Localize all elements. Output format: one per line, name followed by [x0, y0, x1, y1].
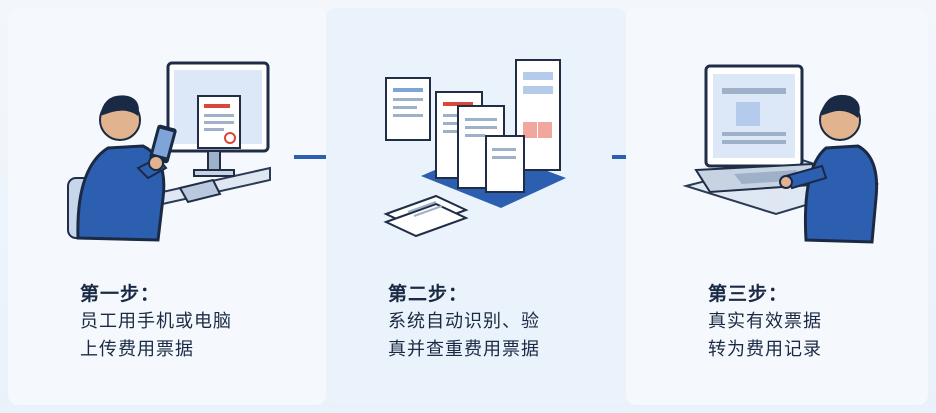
- user-with-phone-icon: [76, 95, 177, 242]
- receipt-icon: [197, 95, 241, 149]
- step-1-title: 第一步：: [80, 283, 161, 305]
- step-1-panel: 第一步： 员工用手机或电脑 上传费用票据: [8, 8, 326, 405]
- laptop-icon: [694, 64, 828, 194]
- documents-stack-icon: [383, 59, 566, 238]
- step-2-caption: 第二步： 系统自动识别、验 真并查重费用票据: [388, 280, 540, 364]
- step-1-line-1: 员工用手机或电脑: [80, 311, 232, 332]
- step-2-title: 第二步：: [388, 283, 469, 305]
- step-1-caption: 第一步： 员工用手机或电脑 上传费用票据: [80, 280, 232, 364]
- step-3-panel: 第三步： 真实有效票据 转为费用记录: [626, 8, 928, 405]
- record-illustration: [682, 64, 880, 244]
- verify-illustration: [383, 59, 566, 238]
- step-2-panel: 第二步： 系统自动识别、验 真并查重费用票据: [326, 8, 626, 405]
- user-at-laptop-icon: [779, 94, 879, 244]
- step-3-caption: 第三步： 真实有效票据 转为费用记录: [708, 280, 822, 364]
- step-3-title: 第三步：: [708, 283, 789, 305]
- step-2-line-2: 真并查重费用票据: [388, 339, 540, 360]
- step-3-line-1: 真实有效票据: [708, 311, 822, 332]
- step-1-line-2: 上传费用票据: [80, 339, 194, 360]
- step-3-line-2: 转为费用记录: [708, 339, 822, 360]
- step-2-line-1: 系统自动识别、验: [388, 311, 540, 332]
- upload-illustration: [67, 61, 271, 242]
